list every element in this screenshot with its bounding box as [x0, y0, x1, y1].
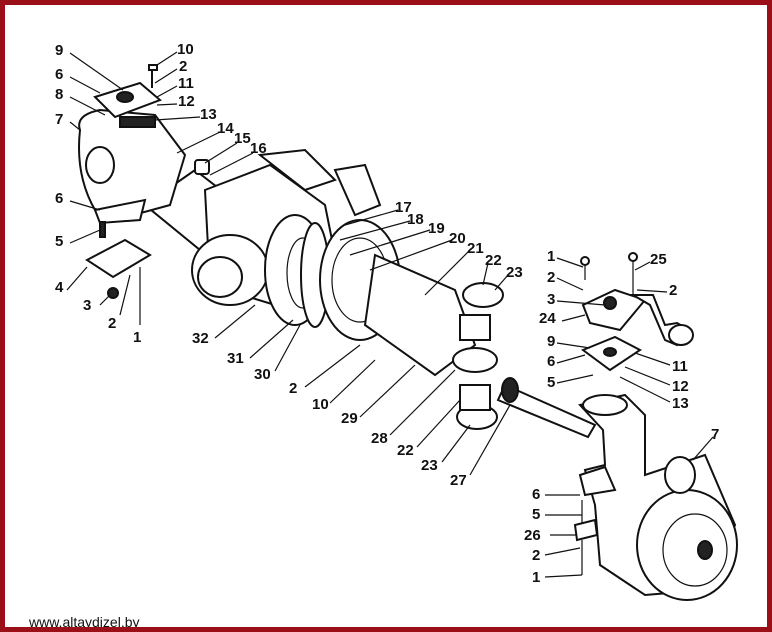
callout: 9 [55, 42, 63, 59]
callout: 2 [669, 282, 677, 299]
callout: 5 [55, 233, 63, 250]
callout: 16 [250, 140, 267, 157]
callout: 6 [532, 486, 540, 503]
callout: 6 [547, 353, 555, 370]
callout: 13 [200, 106, 217, 123]
left-callouts: 9 10 6 2 11 8 12 7 13 14 15 16 6 5 4 3 2… [55, 41, 271, 383]
callout: 2 [289, 380, 297, 397]
callout: 17 [395, 199, 412, 216]
callout: 28 [371, 430, 388, 447]
callout: 14 [217, 120, 234, 137]
callout: 10 [177, 41, 194, 58]
callout: 8 [55, 86, 63, 103]
callout: 31 [227, 350, 244, 367]
callout: 10 [312, 396, 329, 413]
callout: 7 [55, 111, 63, 128]
axle-drawing [78, 64, 738, 601]
exploded-axle-diagram: 9 10 6 2 11 8 12 7 13 14 15 16 6 5 4 3 2… [55, 41, 738, 601]
callout: 15 [234, 130, 251, 147]
leader-lines [66, 51, 714, 578]
callout: 22 [485, 252, 502, 269]
right-callouts: 1 25 2 2 3 24 9 6 11 5 12 13 7 6 5 26 2 … [524, 248, 719, 586]
callout: 1 [532, 569, 540, 586]
callout: 27 [450, 472, 467, 489]
callout: 3 [547, 291, 555, 308]
center-callouts: 17 18 19 20 21 22 23 2 10 29 28 22 23 27 [289, 199, 523, 489]
callout: 1 [547, 248, 555, 265]
callout: 5 [547, 374, 555, 391]
callout: 4 [55, 279, 64, 296]
callout: 30 [254, 366, 271, 383]
callout: 2 [108, 315, 116, 332]
callout: 11 [178, 75, 194, 92]
callout: 12 [178, 93, 195, 110]
callout: 1 [133, 329, 141, 346]
callout: 2 [547, 269, 555, 286]
callout: 12 [672, 378, 689, 395]
callout: 23 [506, 264, 523, 281]
callout: 2 [179, 58, 187, 75]
callout: 11 [672, 358, 688, 375]
callout: 21 [467, 240, 484, 257]
callout: 3 [83, 297, 91, 314]
callout: 18 [407, 211, 424, 228]
callout: 6 [55, 190, 63, 207]
callout: 2 [532, 547, 540, 564]
callout: 29 [341, 410, 358, 427]
callout: 20 [449, 230, 466, 247]
callout: 32 [192, 330, 209, 347]
callout: 9 [547, 333, 555, 350]
callout: 24 [539, 310, 556, 327]
callout: 26 [524, 527, 541, 544]
callout: 6 [55, 66, 63, 83]
callout: 13 [672, 395, 689, 412]
website-footer: www.altaydizel.by [29, 614, 140, 630]
callout: 7 [711, 426, 719, 443]
callout: 25 [650, 251, 667, 268]
callout: 23 [421, 457, 438, 474]
callout: 5 [532, 506, 540, 523]
callout: 19 [428, 220, 445, 237]
callout: 22 [397, 442, 414, 459]
